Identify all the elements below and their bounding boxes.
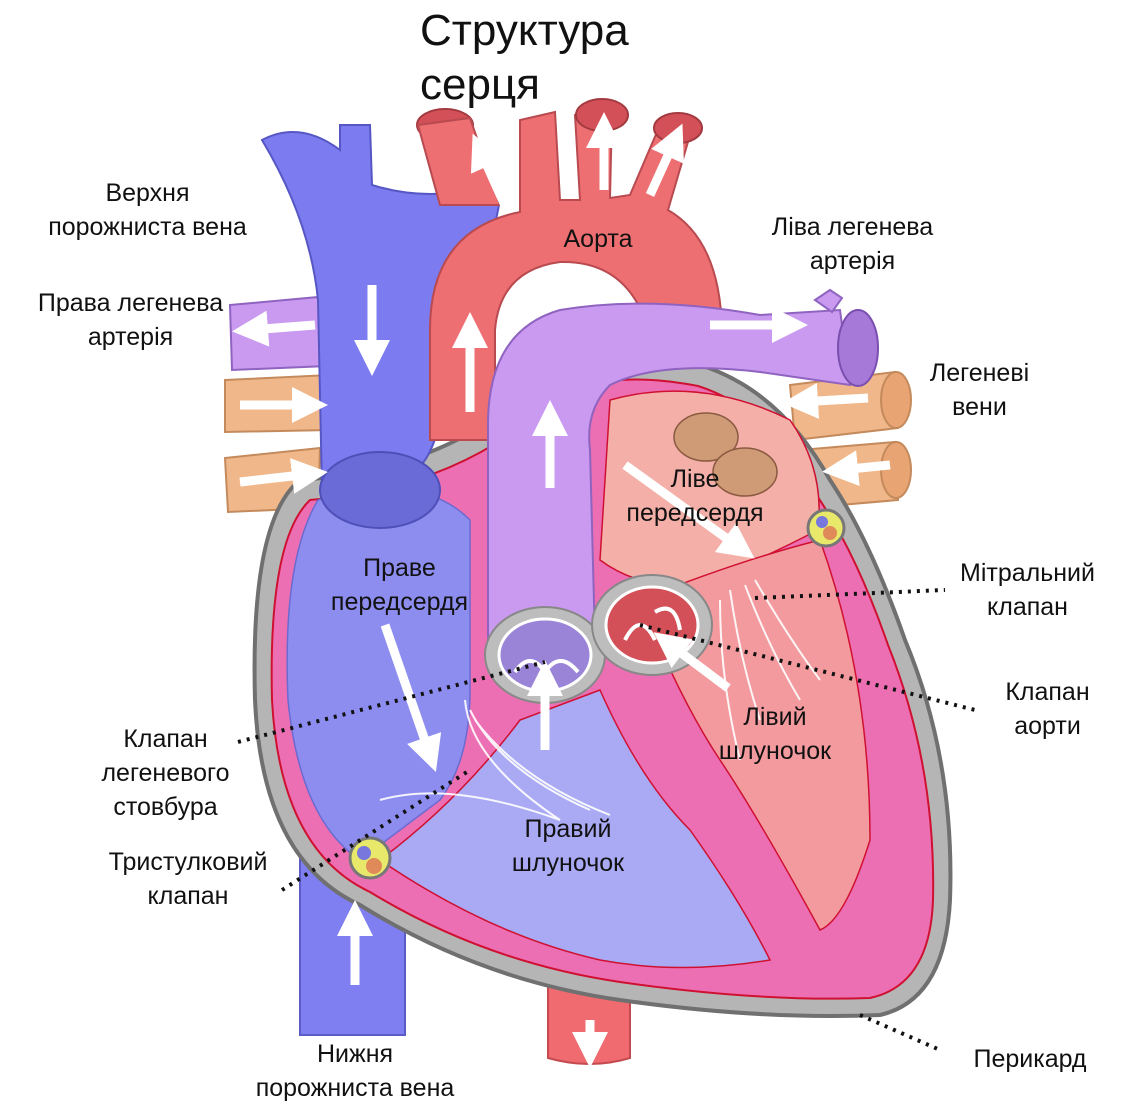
- tricuspid-valve-symbol: [350, 838, 390, 878]
- title-line: Структура: [420, 4, 629, 58]
- label-superior-vena-cava: Верхня порожниста вена: [25, 176, 270, 244]
- label-tricuspid-valve: Тристулковий клапан: [88, 845, 288, 913]
- superior-vena-cava-opening: [320, 452, 440, 528]
- label-left-pulmonary-artery: Ліва легенева артерія: [750, 210, 955, 278]
- diagram-title: Структура серця: [420, 4, 629, 112]
- label-pericardium: Перикард: [945, 1042, 1115, 1076]
- label-right-pulmonary-artery: Права легенева артерія: [18, 286, 243, 354]
- label-aorta: Аорта: [548, 222, 648, 256]
- label-inferior-vena-cava: Нижня порожниста вена: [225, 1037, 485, 1105]
- left-pulmonary-artery-opening: [838, 310, 878, 386]
- label-mitral-valve: Мітральний клапан: [940, 556, 1115, 624]
- title-line: серця: [420, 58, 629, 112]
- label-right-atrium: Праве передсердя: [322, 551, 477, 619]
- label-pulmonary-valve: Клапан легеневого стовбура: [88, 722, 243, 824]
- label-left-atrium: Ліве передсердя: [610, 462, 780, 530]
- label-left-ventricle: Лівий шлуночок: [700, 700, 850, 768]
- label-right-ventricle: Правий шлуночок: [493, 812, 643, 880]
- mitral-valve-symbol: [808, 510, 844, 546]
- label-aortic-valve: Клапан аорти: [985, 675, 1110, 743]
- label-pulmonary-veins: Легеневі вени: [912, 356, 1047, 424]
